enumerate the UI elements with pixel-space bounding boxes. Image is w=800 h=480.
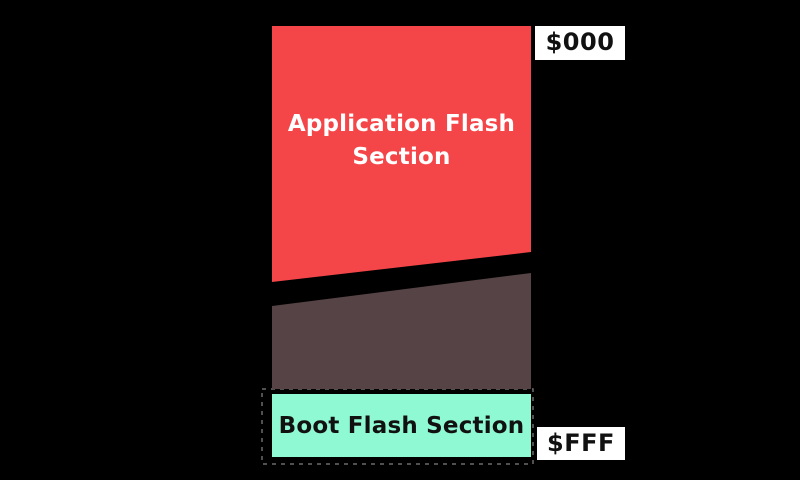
address-label-end: $FFF	[537, 427, 625, 460]
unlabeled-flash-section	[272, 273, 531, 389]
address-label-start: $000	[535, 26, 625, 60]
application-flash-section: Application Flash Section	[272, 26, 531, 282]
application-flash-label: Application Flash Section	[287, 110, 516, 170]
boot-flash-label: Boot Flash Section	[278, 412, 525, 439]
boot-flash-section: Boot Flash Section	[272, 394, 531, 457]
boot-section-dashed-outline	[261, 388, 534, 465]
